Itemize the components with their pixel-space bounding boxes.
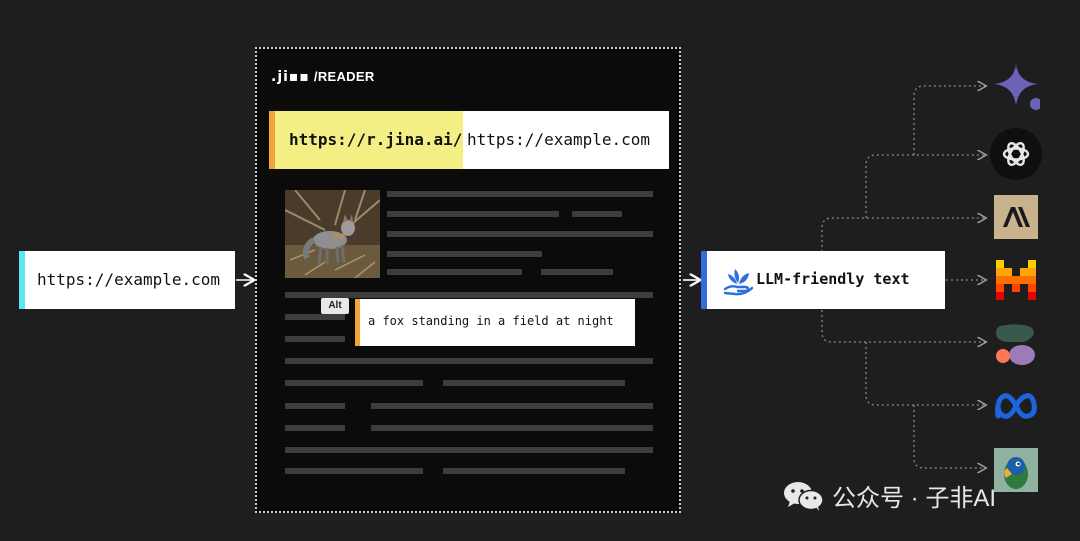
cohere-icon <box>992 320 1040 368</box>
text-line <box>285 292 653 298</box>
text-line <box>387 251 542 257</box>
text-line <box>387 191 653 197</box>
reader-panel: .ji▪▪/READER https://r.jina.ai/ https://… <box>255 47 681 513</box>
output-label: LLM-friendly text <box>756 270 910 288</box>
watermark: 公众号 · 子非AI <box>782 478 996 513</box>
text-line <box>443 468 625 474</box>
text-line <box>285 447 653 453</box>
text-line <box>371 425 653 431</box>
text-line <box>285 314 345 320</box>
text-line <box>387 269 522 275</box>
text-line <box>387 211 559 217</box>
llama-icon <box>994 448 1038 492</box>
alt-badge: Alt <box>321 298 349 314</box>
anthropic-icon <box>994 195 1038 239</box>
text-line <box>285 468 423 474</box>
openai-icon <box>990 128 1042 180</box>
output-box: LLM-friendly text <box>701 251 945 309</box>
text-line <box>387 231 653 237</box>
gemini-icon <box>992 62 1042 110</box>
reader-brand-title: /READER <box>313 69 375 84</box>
reader-brand: .ji▪▪/READER <box>271 69 375 85</box>
fox-image <box>285 190 380 278</box>
reader-url-bar: https://r.jina.ai/ https://example.com <box>269 111 669 169</box>
mistral-icon <box>994 258 1038 302</box>
reader-url-target: https://example.com <box>467 130 651 149</box>
reader-url-prefix: https://r.jina.ai/ <box>289 130 463 149</box>
input-url-box: https://example.com <box>19 251 235 309</box>
text-line <box>371 403 653 409</box>
text-line <box>285 380 423 386</box>
hand-leaf-icon <box>723 269 754 296</box>
reader-url-prefix-highlight: https://r.jina.ai/ <box>269 111 463 169</box>
jina-logo: .ji▪▪ <box>271 69 310 85</box>
fanout-lines <box>821 86 985 468</box>
wechat-icon <box>784 481 824 511</box>
text-line <box>285 358 653 364</box>
watermark-text: 公众号 · 子非AI <box>832 485 997 512</box>
meta-icon <box>992 382 1040 430</box>
text-line <box>443 380 625 386</box>
text-line <box>541 269 613 275</box>
input-url-text: https://example.com <box>37 270 221 289</box>
text-line <box>285 336 345 342</box>
text-line <box>285 425 345 431</box>
text-line <box>285 403 345 409</box>
alt-text-box: a fox standing in a field at night <box>355 299 635 346</box>
alt-text: a fox standing in a field at night <box>368 314 614 328</box>
text-line <box>572 211 622 217</box>
